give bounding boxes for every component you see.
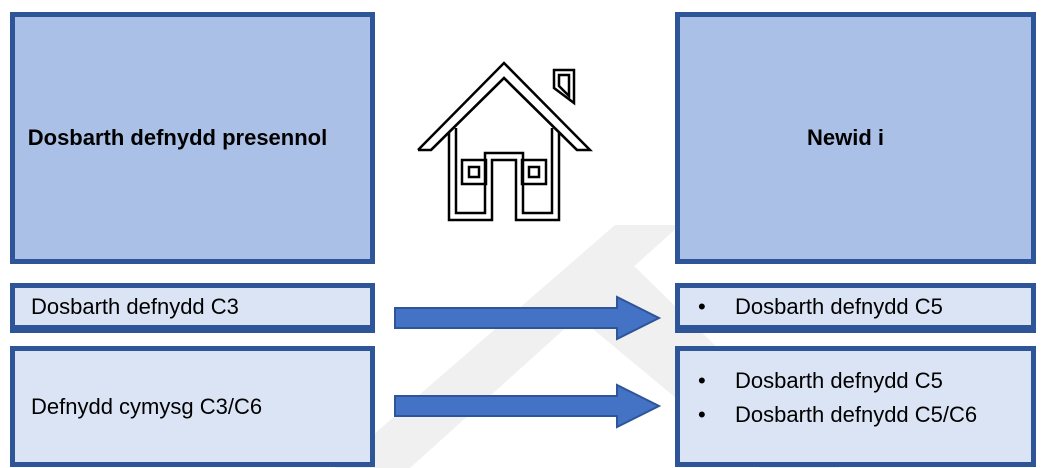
current-use-row-2: Defnydd cymysg C3/C6	[10, 346, 375, 467]
change-list-item: Dosbarth defnydd C5	[680, 290, 943, 324]
change-list: Dosbarth defnydd C5	[680, 290, 943, 324]
change-list-item: Dosbarth defnydd C5	[680, 364, 977, 398]
change-list-item: Dosbarth defnydd C5/C6	[680, 398, 977, 432]
change-to-row-1: Dosbarth defnydd C5	[675, 283, 1036, 333]
house-icon	[417, 61, 593, 222]
change-to-header: Newid i	[675, 12, 1036, 264]
right-arrow-icon	[394, 295, 662, 341]
right-arrow-icon	[394, 383, 662, 429]
current-use-header: Dosbarth defnydd presennol	[10, 12, 375, 264]
current-use-label: Defnydd cymysg C3/C6	[31, 393, 263, 419]
change-to-row-2: Dosbarth defnydd C5 Dosbarth defnydd C5/…	[675, 346, 1036, 467]
change-list: Dosbarth defnydd C5 Dosbarth defnydd C5/…	[680, 364, 977, 432]
change-to-header-label: Newid i	[806, 125, 884, 150]
current-use-label: Dosbarth defnydd C3	[31, 293, 239, 319]
current-use-row-1: Dosbarth defnydd C3	[10, 283, 375, 333]
current-use-header-label: Dosbarth defnydd presennol	[27, 125, 328, 150]
